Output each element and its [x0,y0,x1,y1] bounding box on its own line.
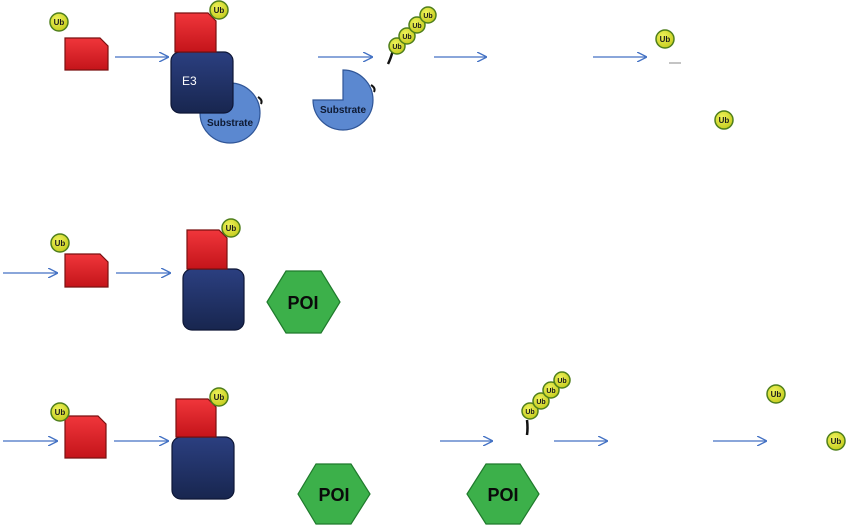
polyubiquitin-chain: Ub Ub Ub Ub [521,371,571,436]
navy-block [171,436,235,500]
polyubiquitin-chain: Ub Ub Ub Ub [386,6,437,65]
red-block [64,253,109,288]
ub-circle: Ub [766,384,786,404]
ub-label: Ub [525,409,534,416]
ub-circle: Ub [408,16,426,34]
ub-label: Ub [719,116,730,125]
navy-block [182,268,245,331]
poi-hexagon: POI [266,270,341,334]
ub-label: Ub [55,408,66,417]
poi-label: POI [318,485,349,505]
poi-label: POI [287,293,318,313]
ub-circle: Ub [714,110,734,130]
ub-circle: Ub [826,431,846,451]
ub-circle: Ub [209,0,229,20]
row-3: Ub Ub POI Ub Ub [3,371,846,525]
row-2: Ub Ub POI [3,218,341,334]
red-block [64,415,107,459]
ub-label: Ub [423,13,432,20]
ub-label: Ub [54,18,65,27]
ub-circle: Ub [532,392,550,410]
ub-label: Ub [392,44,401,51]
e3-complex: Ub [171,387,235,500]
ub-circle: Ub [50,233,70,253]
red-block [174,12,217,53]
ub-label: Ub [226,224,237,233]
e3-complex: Substrate E3 Ub [170,0,263,144]
ub-label: Ub [536,399,545,406]
ub-label: Ub [55,239,66,248]
ub-circle: Ub [521,402,539,420]
ub-circle: Ub [221,218,241,238]
poi-hexagon: POI [466,463,540,525]
ub-label: Ub [214,6,225,15]
ub-circle: Ub [419,6,437,24]
red-block [64,37,109,71]
substrate-tail [370,84,376,93]
red-block [186,229,228,270]
poi-label: POI [487,485,518,505]
ub-circle: Ub [398,27,416,45]
ub-circle: Ub [655,29,675,49]
ub-label: Ub [557,378,566,385]
ub-label: Ub [660,35,671,44]
ub-label: Ub [546,388,555,395]
e3-label: E3 [182,74,197,88]
ub-circle: Ub [50,402,70,422]
chain-linker [525,419,529,436]
ub-circle: Ub [49,12,69,32]
ub-label: Ub [412,23,421,30]
ub-label: Ub [831,437,842,446]
substrate-label: Substrate [207,118,254,129]
e2-ub-block: Ub [50,233,109,288]
substrate-tail [257,96,263,105]
navy-block [170,51,234,114]
poi-hexagon: POI [297,463,371,525]
substrate-shape [312,69,374,131]
e2-ub-block: Ub [49,12,109,71]
red-block [175,398,217,438]
substrate-label: Substrate [320,105,367,116]
ub-label: Ub [402,34,411,41]
row-1: Ub Substrate E3 Ub Substrate [49,0,734,144]
ub-label: Ub [214,393,225,402]
ub-label: Ub [771,390,782,399]
ubiquitinated-substrate: Substrate [312,69,376,131]
ub-circle: Ub [553,371,571,389]
ub-circle: Ub [209,387,229,407]
ub-circle: Ub [542,381,560,399]
e3-complex: Ub [182,218,245,331]
e2-ub-block: Ub [50,402,107,459]
